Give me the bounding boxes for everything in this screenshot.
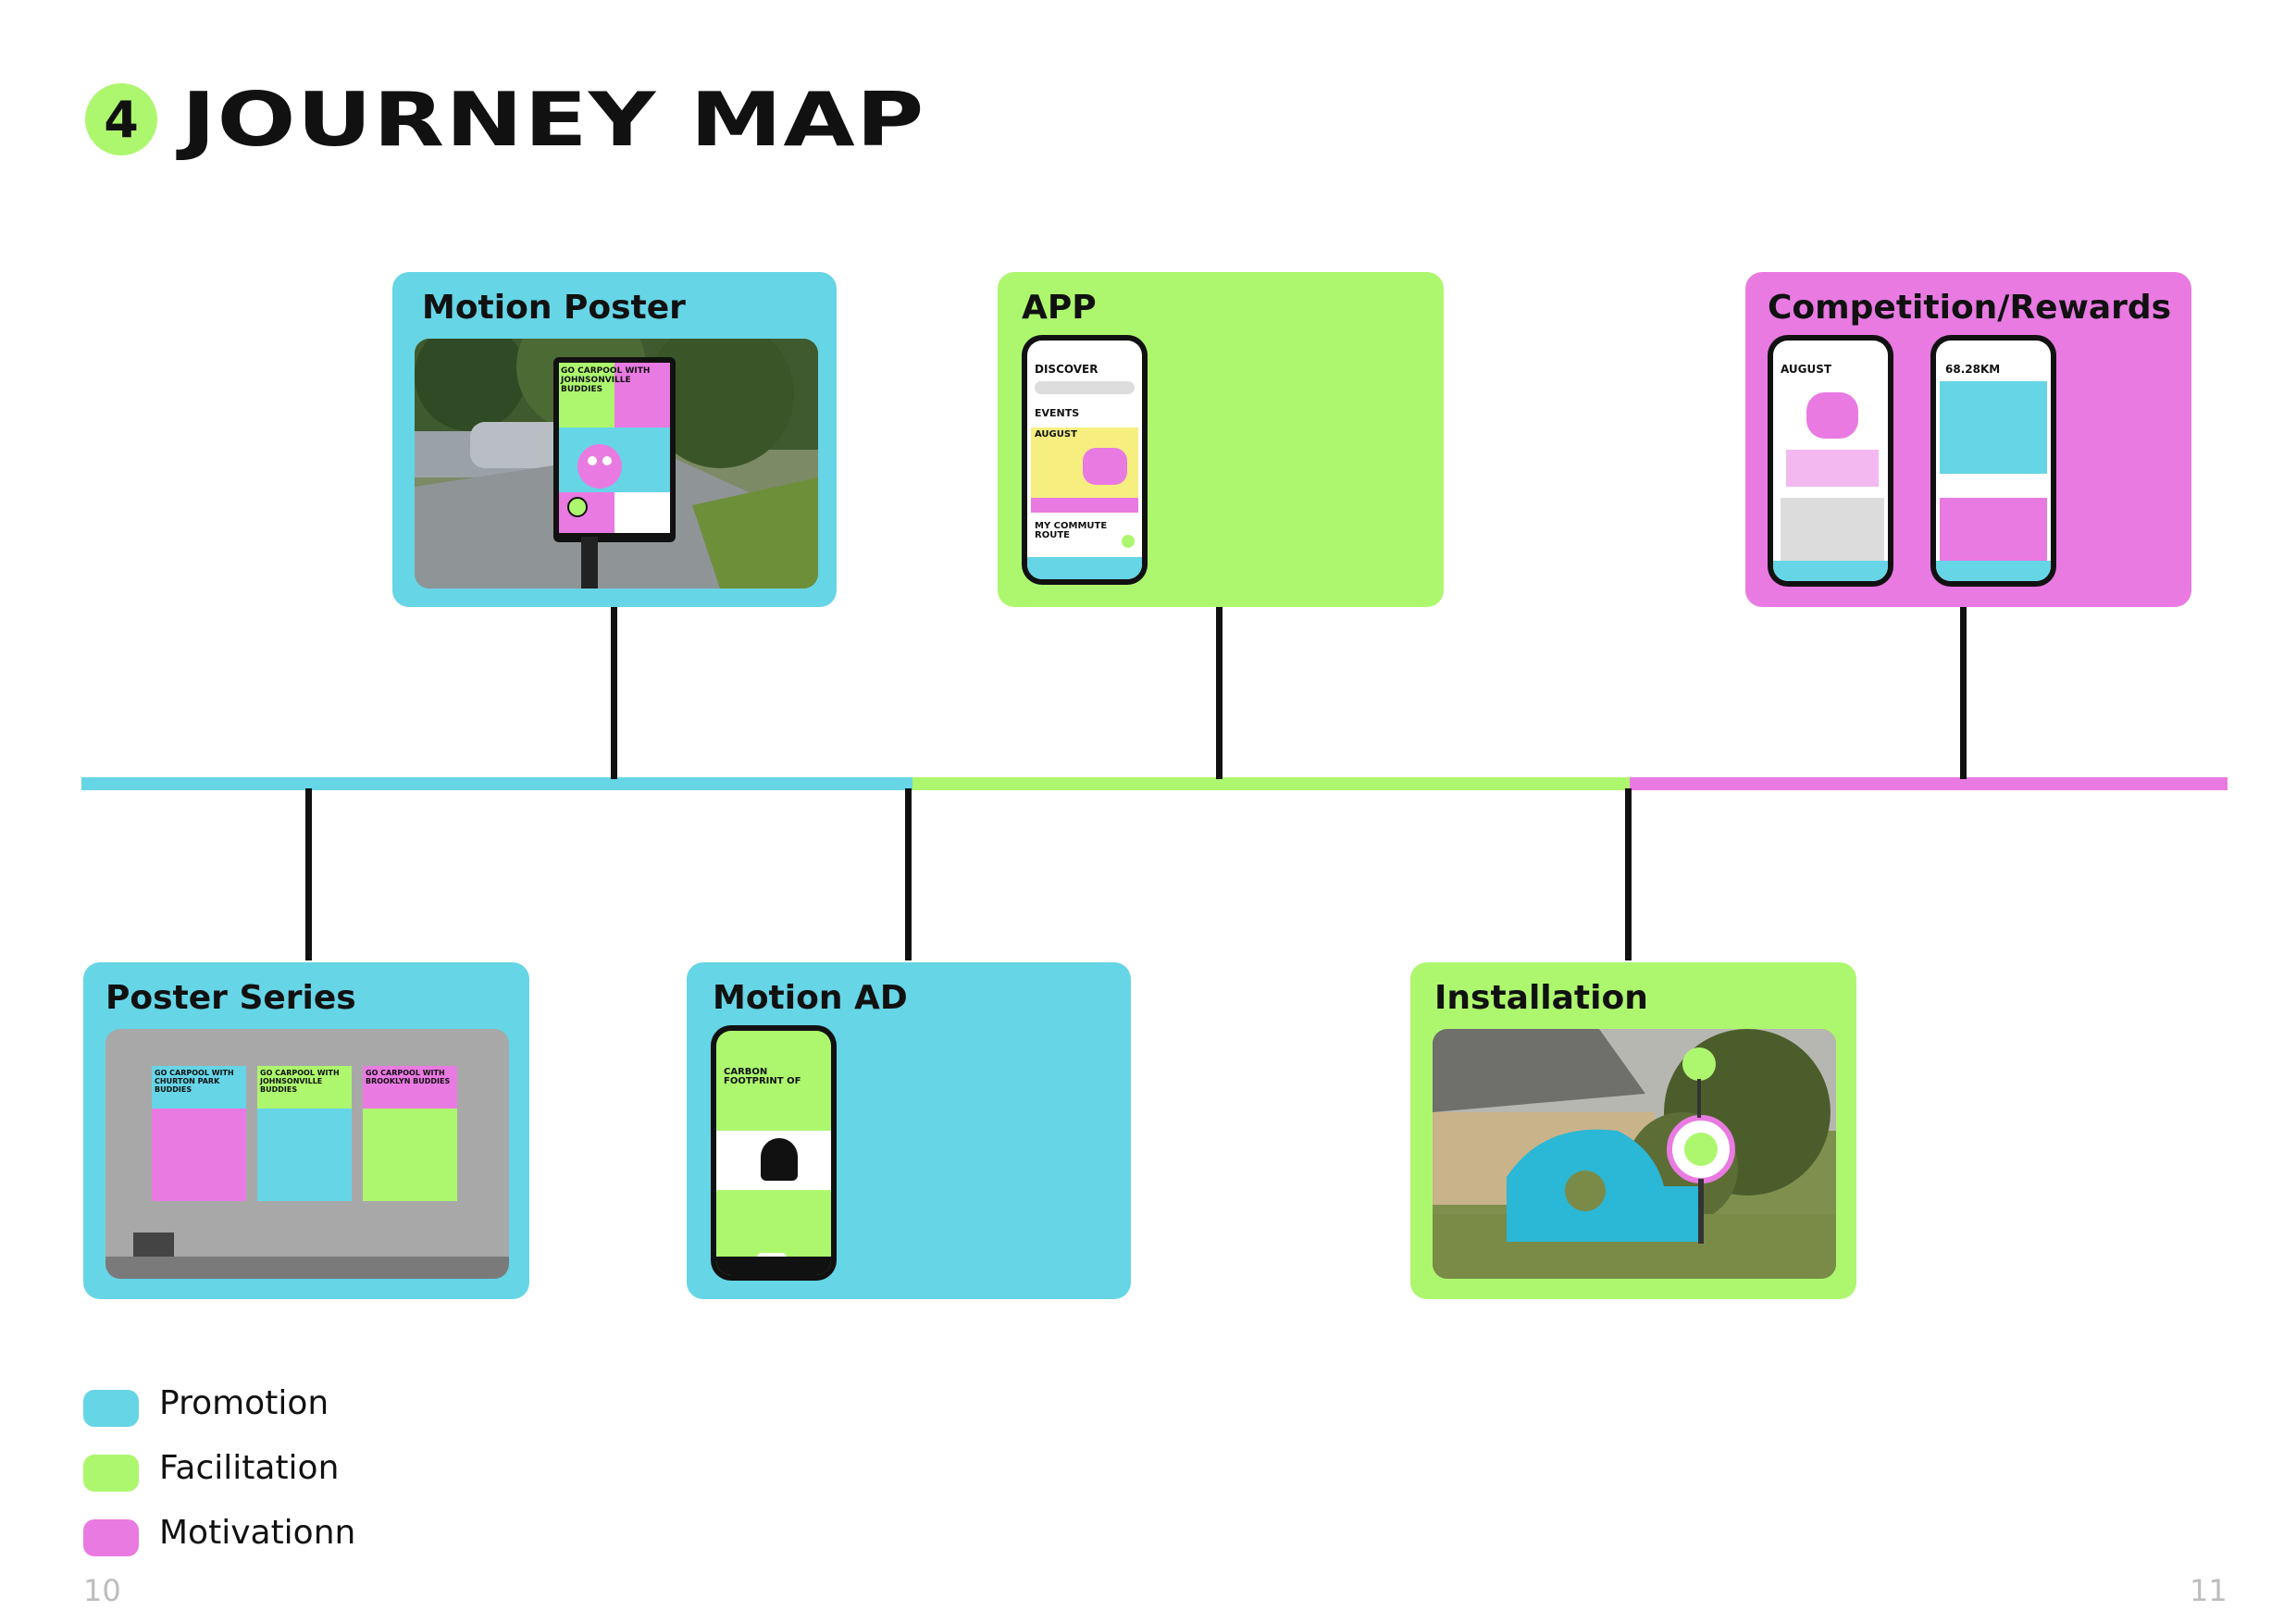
- card-title: Installation: [1434, 979, 1648, 1017]
- card-title: Poster Series: [105, 979, 356, 1017]
- motion-ad-phone-mockup: CARBON FOOTPRINT OF: [711, 1025, 837, 1281]
- page-number-left: 10: [83, 1573, 121, 1608]
- motion-poster-photo: GO CARPOOL WITH JOHNSONVILLE BUDDIES: [415, 339, 818, 588]
- timeline-promotion-segment: [81, 777, 912, 790]
- card-motion-poster: Motion Poster GO CARPOOL WITH JOHNSONVIL…: [392, 272, 837, 607]
- app-screen-discover: DISCOVER: [1035, 363, 1098, 376]
- installation-photo: [1433, 1029, 1836, 1279]
- app-phone-mockup: DISCOVER EVENTS AUGUST MY COMMUTE ROUTE: [1022, 335, 1148, 585]
- poster-churton-park: GO CARPOOL WITH CHURTON PARK BUDDIES: [152, 1066, 246, 1201]
- wall-vent: [133, 1233, 174, 1260]
- legend-label-facilitation: Facilitation: [159, 1449, 340, 1487]
- card-poster-series: Poster Series GO CARPOOL WITH CHURTON PA…: [83, 962, 529, 1299]
- rewards-phone-mockup: 68.28KM: [1930, 335, 2056, 587]
- timeline-motivation-segment: [1630, 777, 2228, 790]
- section-number-badge: 4: [85, 83, 157, 155]
- poster-headline: GO CARPOOL WITH CHURTON PARK BUDDIES: [155, 1069, 234, 1094]
- search-bar: [1035, 381, 1135, 394]
- app-tab-bar: [1027, 557, 1142, 579]
- legend-swatch-facilitation: [83, 1455, 139, 1492]
- poster-brooklyn: GO CARPOOL WITH BROOKLYN BUDDIES: [363, 1066, 457, 1201]
- street-scene-image: [415, 339, 818, 588]
- rewards-screen-distance: 68.28KM: [1945, 363, 2001, 376]
- podium-character: [1806, 392, 1858, 439]
- legend-label-motivation: Motivationn: [159, 1514, 356, 1552]
- rewards-panel-top: [1940, 381, 2047, 474]
- card-title: Motion Poster: [422, 289, 686, 327]
- podium: [1786, 450, 1879, 487]
- rewards-tab-bar: [1936, 561, 2051, 581]
- event-banner: AUGUST: [1031, 427, 1138, 498]
- event-strip: [1031, 498, 1138, 513]
- connector-installation: [1625, 788, 1632, 960]
- ad-bottom-bar: [716, 1257, 831, 1275]
- installation-scene-image: [1433, 1029, 1836, 1279]
- card-title: Motion AD: [713, 979, 908, 1017]
- leaderboard: [1781, 498, 1884, 563]
- page-title: JOURNEY MAP: [181, 77, 925, 163]
- card-app: APP DISCOVER EVENTS AUGUST MY COMMUTE RO…: [998, 272, 1444, 607]
- page-number-right: 11: [2190, 1573, 2228, 1608]
- ad-headline: CARBON FOOTPRINT OF: [724, 1067, 801, 1086]
- legend-swatch-promotion: [83, 1390, 139, 1427]
- poster-series-wall-photo: GO CARPOOL WITH CHURTON PARK BUDDIES GO …: [105, 1029, 509, 1279]
- wall-base: [105, 1257, 509, 1279]
- competition-phone-mockup: AUGUST: [1768, 335, 1893, 587]
- card-motion-ad: Motion AD CARBON FOOTPRINT OF: [687, 962, 1131, 1299]
- connector-motion-ad: [905, 788, 912, 960]
- poster-headline: GO CARPOOL WITH BROOKLYN BUDDIES: [366, 1069, 451, 1085]
- rewards-panel-bottom: [1940, 498, 2047, 563]
- competition-tab-bar: [1773, 561, 1888, 581]
- event-banner-title: AUGUST: [1035, 429, 1077, 440]
- poster-johnsonville: GO CARPOOL WITH JOHNSONVILLE BUDDIES: [257, 1066, 352, 1201]
- competition-screen-title: AUGUST: [1781, 363, 1832, 376]
- legend-label-promotion: Promotion: [159, 1384, 329, 1422]
- connector-competition: [1960, 607, 1967, 779]
- connector-motion-poster: [611, 607, 617, 779]
- connector-app: [1216, 607, 1222, 779]
- card-competition-rewards: Competition/Rewards AUGUST 68.28KM: [1745, 272, 2191, 607]
- poster-headline: GO CARPOOL WITH JOHNSONVILLE BUDDIES: [561, 366, 651, 394]
- card-installation: Installation: [1410, 962, 1856, 1299]
- timeline-facilitation-segment: [912, 777, 1630, 790]
- app-screen-events: EVENTS: [1035, 407, 1080, 419]
- connector-poster-series: [305, 788, 312, 960]
- legend-swatch-motivation: [83, 1519, 139, 1556]
- ad-footprint-shape: [761, 1138, 798, 1181]
- poster-headline: GO CARPOOL WITH JOHNSONVILLE BUDDIES: [260, 1069, 340, 1094]
- card-title: Competition/Rewards: [1768, 289, 2172, 327]
- card-title: APP: [1022, 289, 1097, 327]
- app-screen-commute: MY COMMUTE ROUTE: [1035, 521, 1108, 540]
- event-banner-art: [1083, 448, 1127, 485]
- add-route-icon: [1122, 535, 1135, 548]
